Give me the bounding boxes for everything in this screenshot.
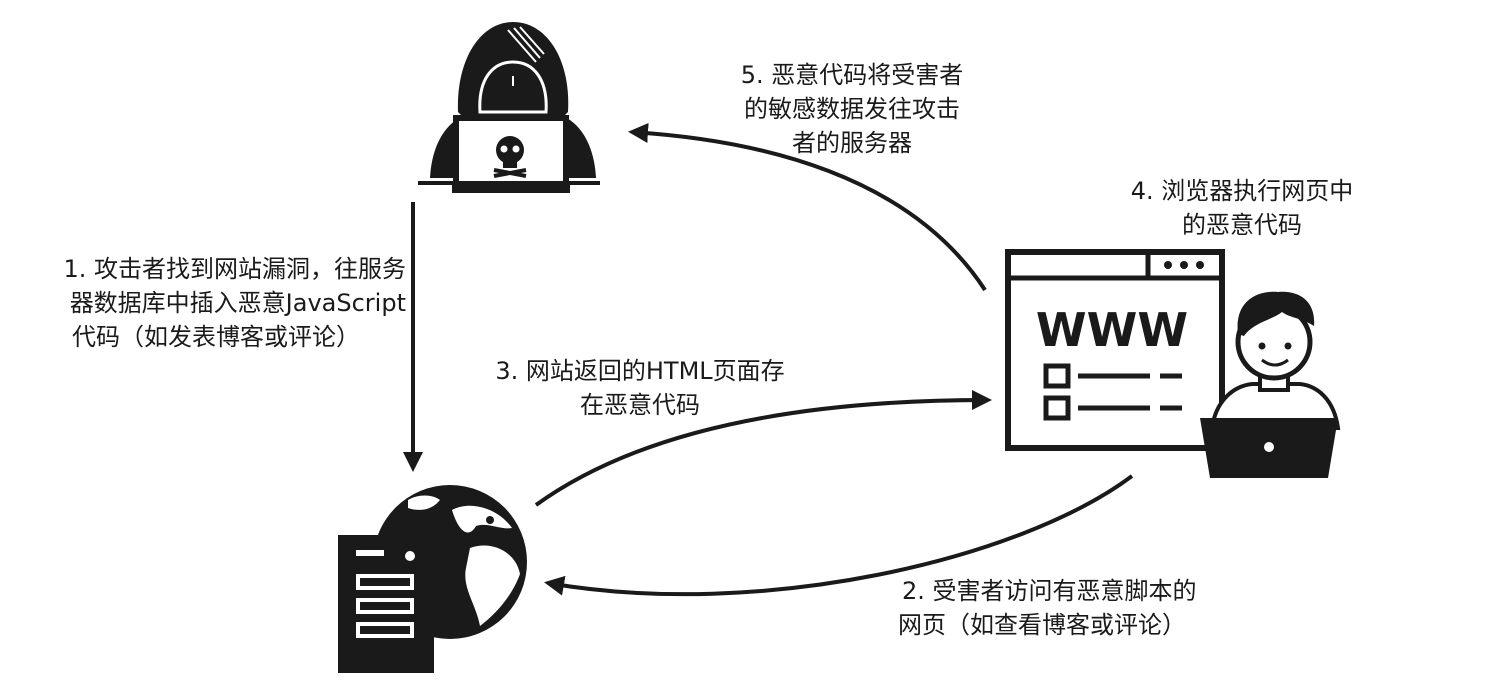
user-at-laptop-icon [1200,291,1341,478]
step2-line2: 网页（如查看博客或评论） [898,611,1186,639]
step2-label: 2. 受害者访问有恶意脚本的 网页（如查看博客或评论） [898,574,1238,642]
step3-label: 3. 网站返回的HTML页面存 在恶意代码 [470,354,810,422]
step4-label: 4. 浏览器执行网页中 的恶意代码 [1100,174,1384,242]
step3-line1: 3. 网站返回的HTML页面存 [495,357,785,385]
browser-window-icon: WWW [1005,249,1225,451]
hooded-hacker-icon [418,22,600,193]
step5-line3: 者的服务器 [792,129,912,157]
browser-www-text: WWW [1036,303,1188,357]
step1-line3: 代码（如发表博客或评论） [72,323,360,351]
step1-label: 1. 攻击者找到网站漏洞，往服务 器数据库中插入恶意JavaScript 代码（… [10,252,406,354]
step3-line2: 在恶意代码 [580,391,700,419]
step5-label: 5. 恶意代码将受害者 的敏感数据发往攻击 者的服务器 [710,58,994,160]
step1-line1: 1. 攻击者找到网站漏洞，往服务 [63,255,406,283]
arrow-step3 [534,390,992,507]
step2-line1: 2. 受害者访问有恶意脚本的 [902,577,1197,605]
arrow-step5 [628,123,987,292]
step1-line2: 器数据库中插入恶意JavaScript [69,289,406,317]
arrow-step2 [544,474,1134,597]
step5-line2: 的敏感数据发往攻击 [744,95,960,123]
step4-line2: 的恶意代码 [1182,211,1302,239]
web-server-globe-icon [338,485,527,673]
step4-line1: 4. 浏览器执行网页中 [1130,177,1354,205]
step5-line1: 5. 恶意代码将受害者 [740,61,964,89]
